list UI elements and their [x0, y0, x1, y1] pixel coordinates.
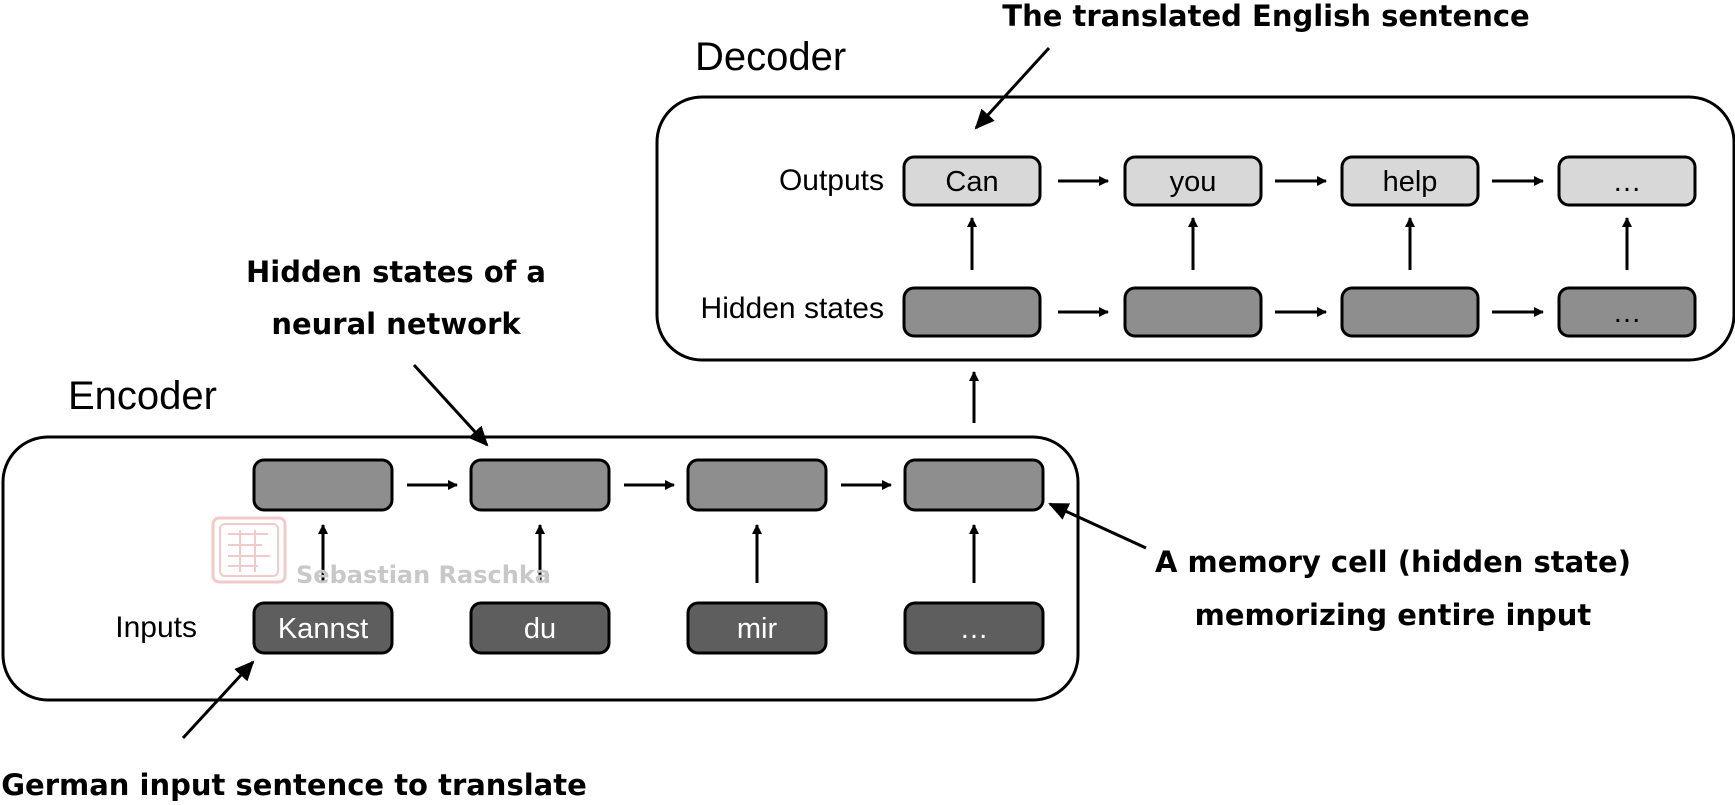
encoder-input-text: Kannst [278, 613, 368, 645]
decoder-block: Decoder Outputs Hidden states Can you he… [655, 35, 1735, 362]
decoder-output-text: Can [945, 166, 998, 198]
encoder-input-token-1: Kannst [252, 601, 394, 655]
inputs-label: Inputs [115, 611, 197, 644]
encoder-arrows [318, 480, 979, 583]
encoder-input-token-2: du [469, 601, 611, 655]
annotation-german-text: German input sentence to translate [1, 768, 587, 802]
watermark: Sebastian Raschka [211, 516, 551, 589]
decoder-output-token-3: help [1340, 155, 1480, 207]
encoder-hidden-state-2 [469, 458, 611, 512]
annotation-translated: The translated English sentence [974, 0, 1530, 130]
annotation-hidden-line1: Hidden states of a [246, 255, 546, 289]
annotation-hidden-line2: neural network [271, 307, 521, 341]
watermark-text: Sebastian Raschka [296, 561, 551, 589]
outputs-label: Outputs [779, 164, 884, 197]
decoder-frame [655, 95, 1735, 362]
annotation-german-input: German input sentence to translate [1, 660, 587, 802]
annotation-memory-cell: A memory cell (hidden state) memorizing … [1048, 502, 1631, 632]
decoder-hidden-state-3 [1340, 286, 1480, 338]
annotation-arrow [181, 660, 255, 740]
encoder-hidden-state-3 [686, 458, 828, 512]
encoder-input-token-4: … [903, 601, 1045, 655]
encoder-input-text: du [524, 613, 556, 645]
watermark-logo-icon [211, 516, 287, 584]
encoder-block: Encoder Inputs Kannst du mir … [1, 374, 1080, 702]
decoder-output-token-2: you [1123, 155, 1263, 207]
decoder-hidden-state-1 [902, 286, 1042, 338]
decoder-output-token-4: … [1557, 155, 1697, 207]
decoder-title: Decoder [695, 35, 846, 79]
decoder-hidden-text: … [1613, 297, 1642, 329]
encoder-input-token-3: mir [686, 601, 828, 655]
decoder-output-text: help [1383, 166, 1438, 198]
hidden-states-label: Hidden states [701, 292, 884, 325]
encoder-input-text: … [960, 613, 989, 645]
annotation-memory-line1: A memory cell (hidden state) [1155, 545, 1631, 579]
annotation-memory-line2: memorizing entire input [1195, 598, 1592, 632]
encoder-title: Encoder [68, 374, 217, 418]
annotation-arrow [1048, 502, 1147, 550]
annotation-arrow [412, 363, 489, 447]
annotation-translated-text: The translated English sentence [1002, 0, 1529, 33]
encoder-hidden-state-4 [903, 458, 1045, 512]
decoder-hidden-state-2 [1123, 286, 1263, 338]
encoder-hidden-state-1 [252, 458, 394, 512]
decoder-output-text: … [1613, 166, 1642, 198]
encoder-frame [1, 435, 1080, 702]
decoder-hidden-state-4: … [1557, 286, 1697, 338]
annotation-hidden-states: Hidden states of a neural network [246, 255, 546, 447]
annotation-arrow [974, 46, 1051, 130]
decoder-output-token-1: Can [902, 155, 1042, 207]
decoder-arrows [967, 176, 1632, 317]
decoder-output-text: you [1170, 166, 1217, 198]
encoder-input-text: mir [737, 613, 778, 645]
